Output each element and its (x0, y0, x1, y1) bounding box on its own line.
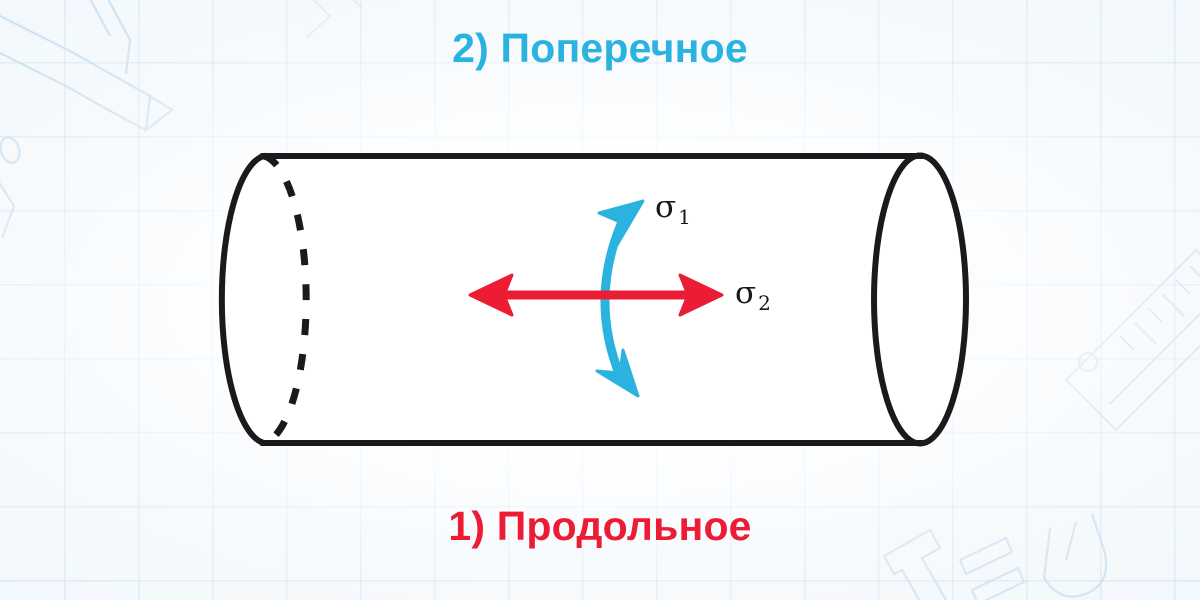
cylinder-right-cap-ellipse (871, 152, 969, 447)
axial-stress-arrowhead-right (678, 273, 724, 317)
cylinder-left-cap-solid-arc (218, 153, 267, 446)
sigma-1-subscript: 1 (678, 205, 691, 230)
transverse-caption: 2) Поперечное (452, 25, 748, 71)
sigma-2-subscript: 2 (758, 291, 771, 316)
axial-stress-arrowhead-left (468, 273, 514, 317)
hoop-stress-arrowhead-bottom (595, 348, 640, 398)
cylinder-left-cap-dashed-arc (262, 152, 310, 447)
hoop-stress-arrowhead-top (597, 199, 645, 247)
longitudinal-caption: 1) Продольное (448, 503, 752, 549)
sigma-2-symbol: σ (735, 275, 757, 311)
axial-stress-arrow (468, 273, 724, 317)
sigma-1-symbol: σ (655, 189, 677, 225)
